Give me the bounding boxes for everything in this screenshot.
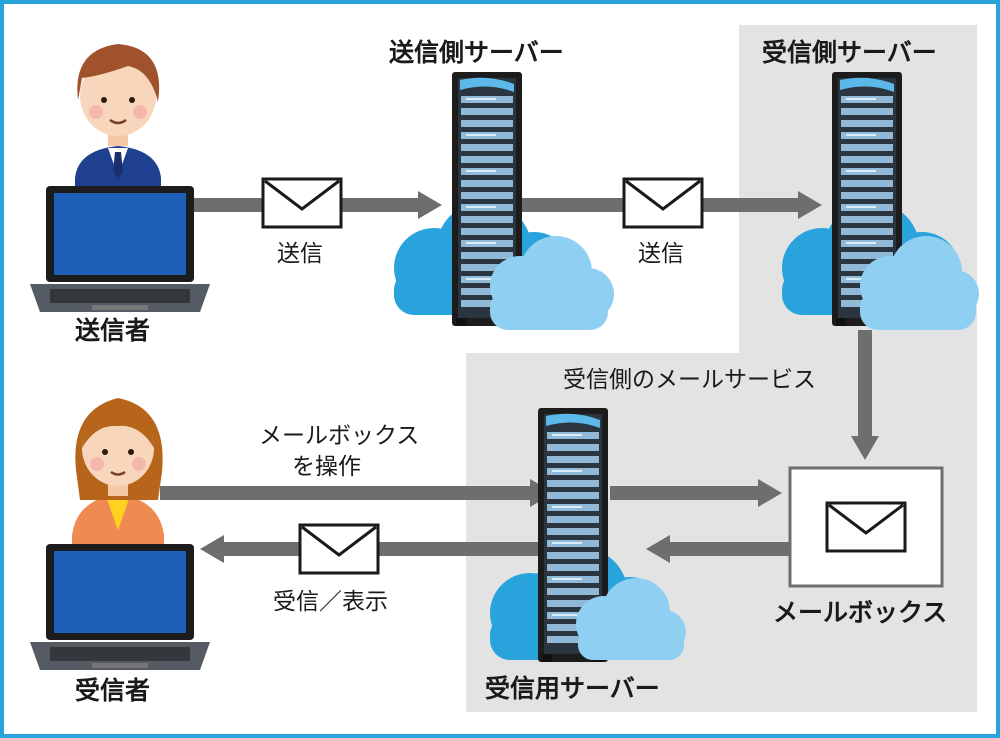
person-icon: [72, 398, 164, 548]
laptop-icon: [30, 186, 210, 312]
send-label-2: 送信: [638, 241, 684, 267]
receiver-label: 受信者: [75, 676, 151, 705]
arrow-receiving-server-to-mailbox: [851, 330, 879, 460]
cloud-icon: [576, 578, 686, 660]
cloud-icon: [490, 236, 614, 330]
sending-server: [394, 72, 614, 330]
envelope-icon: [298, 523, 380, 575]
receive-display-label: 受信／表示: [273, 589, 388, 615]
person-icon: [75, 44, 161, 190]
sender-label: 送信者: [75, 316, 151, 345]
mail-service-label: 受信側のメールサービス: [563, 367, 816, 393]
mailbox-label: メールボックス: [773, 598, 948, 627]
arrow-inbound-server-to-mailbox: [610, 479, 782, 507]
receiving-server: [782, 72, 979, 330]
receiving-server-label: 受信側サーバー: [762, 38, 937, 67]
operate-label-line2: を操作: [292, 454, 361, 480]
receiver-person: [30, 398, 210, 670]
operate-label-line1: メールボックス: [259, 423, 420, 449]
envelope-icon: [825, 501, 907, 553]
envelope-icon: [622, 177, 704, 229]
sending-server-label: 送信側サーバー: [389, 38, 564, 67]
inbound-server-label: 受信用サーバー: [485, 674, 660, 703]
arrow-mailbox-to-inbound-server: [646, 535, 790, 563]
envelope-icon: [261, 177, 343, 229]
send-label-1: 送信: [277, 241, 323, 267]
sender-person: [30, 44, 210, 312]
inbound-server: [490, 408, 686, 662]
laptop-icon: [30, 544, 210, 670]
cloud-icon: [860, 236, 979, 330]
